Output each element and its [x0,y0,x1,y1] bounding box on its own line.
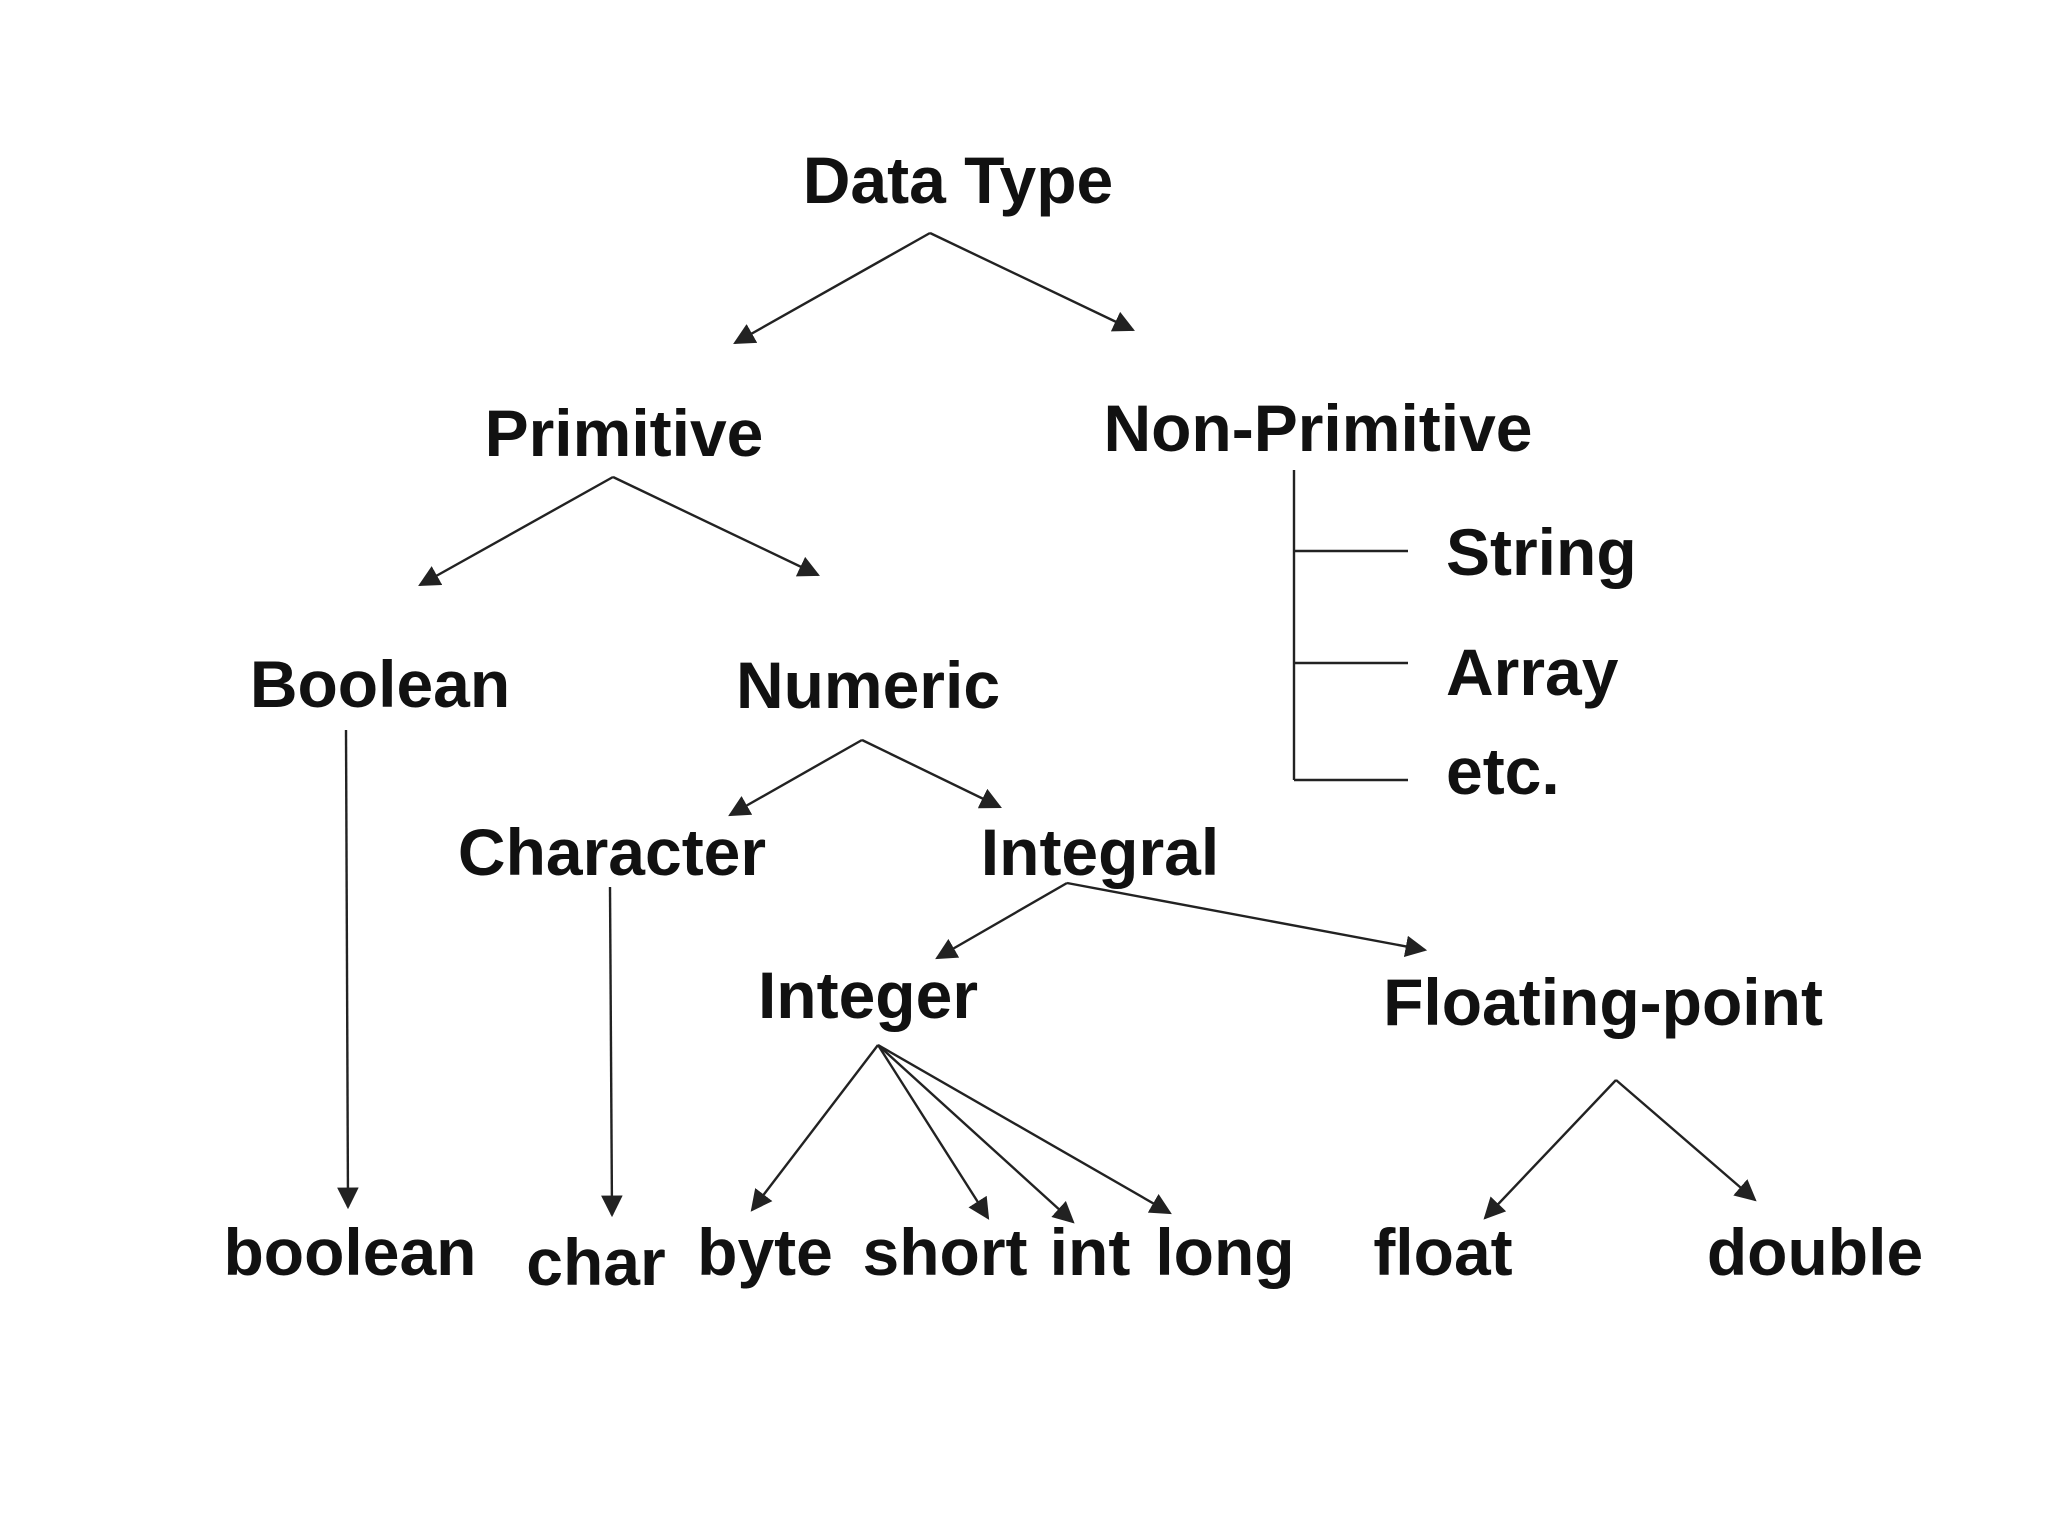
node-floating-point: Floating-point [1383,965,1823,1039]
node-character: Character [458,815,766,889]
edge-floating-point-to-double [1615,1079,1757,1202]
node-float: float [1373,1215,1512,1289]
node-etc: etc. [1446,734,1560,808]
nodes: Data Type Primitive Non-Primitive Boolea… [223,143,1923,1299]
node-int: int [1050,1215,1131,1289]
edge-integer-to-int [877,1044,1075,1224]
node-array: Array [1446,635,1619,709]
edge-floating-point-to-float [1483,1079,1617,1220]
node-numeric: Numeric [736,648,1000,722]
node-short: short [863,1215,1028,1289]
node-primitive: Primitive [485,396,764,470]
node-boolean-category: Boolean [250,647,510,721]
node-boolean-type: boolean [223,1215,476,1289]
edge-integral-to-floating-point [1066,881,1428,958]
edge-data-type-to-non-primitive [929,231,1135,332]
node-integral: Integral [981,815,1219,889]
node-non-primitive: Non-Primitive [1103,391,1532,465]
edge-integral-to-integer [935,881,1068,960]
node-integer: Integer [758,958,978,1032]
edge-character-to-char [601,886,623,1218]
edge-primitive-to-numeric [612,475,820,577]
node-double: double [1707,1215,1923,1289]
node-char: char [526,1225,665,1299]
node-long: long [1155,1215,1294,1289]
edge-integer-to-long [877,1043,1172,1215]
node-byte: byte [697,1215,833,1289]
edge-integer-to-short [876,1044,990,1220]
edge-numeric-to-character [728,738,863,817]
node-string: String [1446,515,1637,589]
edge-integer-to-byte [750,1044,879,1212]
edge-boolean-to-boolean-type [337,729,359,1210]
edge-numeric-to-integral [861,738,1002,809]
edge-data-type-to-primitive [733,231,931,345]
edge-primitive-to-boolean [418,475,614,587]
node-data-type: Data Type [803,143,1114,217]
edges [337,231,1757,1224]
